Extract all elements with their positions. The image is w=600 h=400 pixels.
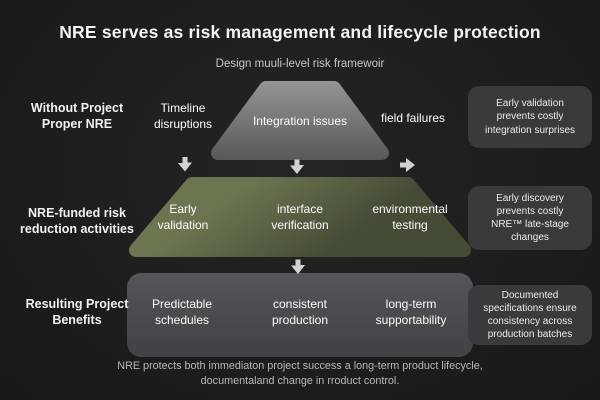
risk-item-integration-issues: Integration issues bbox=[252, 114, 348, 128]
pyramid-bottom-band bbox=[127, 273, 473, 357]
row-label-nre-funded: NRE-funded risk reduction activities bbox=[20, 206, 134, 236]
risk-item-timeline-disruptions: Timeline disruptions bbox=[153, 101, 213, 131]
arrow-right-icon bbox=[400, 158, 415, 172]
activity-interface-verification: interface verification bbox=[271, 202, 329, 232]
callout-early-discovery: Early discovery prevents costly NRE™ lat… bbox=[468, 186, 592, 250]
arrow-down-icon bbox=[178, 157, 192, 172]
arrow-down-icon bbox=[290, 159, 304, 174]
diagram-subtitle: Design muuli-level risk framewoir bbox=[215, 58, 385, 70]
activity-early-validation: Early validation bbox=[157, 202, 209, 232]
benefit-predictable-schedules: Predictable schedules bbox=[151, 297, 213, 327]
row-label-without-nre: Without Project Proper NRE bbox=[30, 101, 124, 131]
callout-early-validation: Early validation prevents costly integra… bbox=[468, 86, 592, 148]
footer-note: NRE protects both immediaton project suc… bbox=[117, 360, 483, 387]
benefit-consistent-production: consistent production bbox=[271, 297, 329, 327]
row-label-resulting-benefits: Resulting Project Benefits bbox=[25, 297, 129, 327]
benefit-long-term-supportability: long-term supportability bbox=[375, 297, 447, 327]
activity-environmental-testing: environmental testing bbox=[372, 202, 448, 232]
pyramid-top-band bbox=[211, 81, 389, 160]
pyramid-middle-band bbox=[129, 177, 471, 257]
risk-item-field-failures: field failures bbox=[380, 111, 446, 125]
callout-documented-specifications: Documented specifications ensure consist… bbox=[468, 285, 592, 345]
arrow-down-icon bbox=[291, 259, 305, 274]
page-title: NRE serves as risk management and lifecy… bbox=[59, 22, 541, 42]
